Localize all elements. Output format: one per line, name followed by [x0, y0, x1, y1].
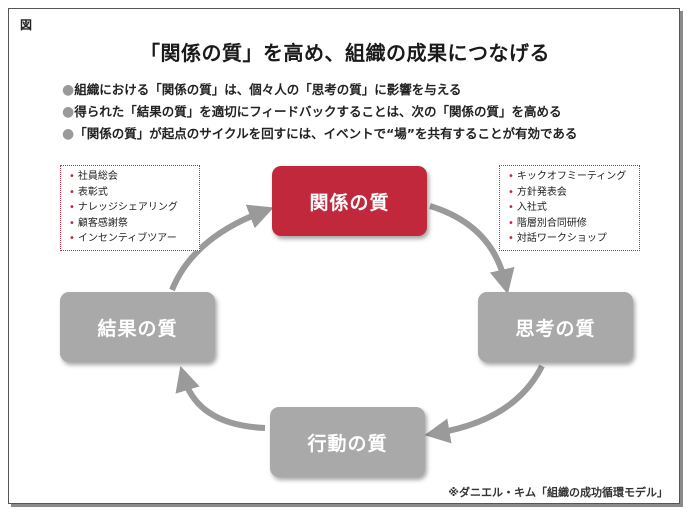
page-title: 「関係の質」を高め、組織の成果につなげる — [140, 41, 550, 65]
node-result-quality: 結果の質 — [60, 292, 215, 362]
event-item: •ナレッジシェアリング — [69, 202, 178, 214]
event-item: •方針発表会 — [508, 186, 567, 198]
event-item: •インセンティブツアー — [69, 233, 177, 245]
event-item: •入社式 — [508, 202, 547, 214]
event-item: •キックオフミーティング — [508, 171, 627, 182]
event-item: •顧客感謝祭 — [69, 217, 128, 229]
bullet-dot-icon: ● — [62, 104, 75, 120]
bullet-item: ●「関係の質」が起点のサイクルを回すには、イベントで“場”を共有することが有効で… — [62, 123, 672, 145]
node-relationship-quality: 関係の質 — [272, 166, 427, 236]
node-action-quality: 行動の質 — [270, 407, 425, 477]
bullet-dot-icon: ● — [62, 82, 75, 98]
arrow-thinking-to-action — [424, 364, 545, 444]
node-thinking-quality: 思考の質 — [478, 292, 633, 362]
source-footnote: ※ダニエル・キム「組織の成功循環モデル」 — [448, 486, 668, 499]
event-item: •表彰式 — [69, 186, 108, 198]
bullet-item: ●組織における「関係の質」は、個々人の「思考の質」に影響を与える — [62, 79, 672, 101]
arrow-result-to-relation — [169, 204, 274, 292]
bullet-dot-icon: ● — [62, 126, 75, 142]
bullet-item: ●得られた「結果の質」を適切にフィードバックすることは、次の「関係の質」を高める — [62, 101, 672, 123]
arrow-relation-to-thinking — [429, 203, 515, 295]
bullet-text: 組織における「関係の質」は、個々人の「思考の質」に影響を与える — [74, 82, 462, 97]
bullet-text: 「関係の質」が起点のサイクルを回すには、イベントで“場”を共有することが有効であ… — [74, 126, 578, 141]
events-box-right: •キックオフミーティング •方針発表会 •入社式 •階層別合同研修 •対話ワーク… — [499, 165, 640, 251]
event-item: •階層別合同研修 — [508, 217, 587, 229]
arrow-action-to-result — [175, 365, 266, 431]
event-item: •対話ワークショップ — [508, 233, 607, 245]
bullet-text: 得られた「結果の質」を適切にフィードバックすることは、次の「関係の質」を高める — [74, 104, 562, 119]
figure-label: 図 — [20, 18, 33, 32]
bullet-list: ●組織における「関係の質」は、個々人の「思考の質」に影響を与える ●得られた「結… — [62, 79, 672, 145]
event-item: •社員総会 — [69, 171, 118, 182]
events-box-left: •社員総会 •表彰式 •ナレッジシェアリング •顧客感謝祭 •インセンティブツア… — [60, 165, 200, 251]
